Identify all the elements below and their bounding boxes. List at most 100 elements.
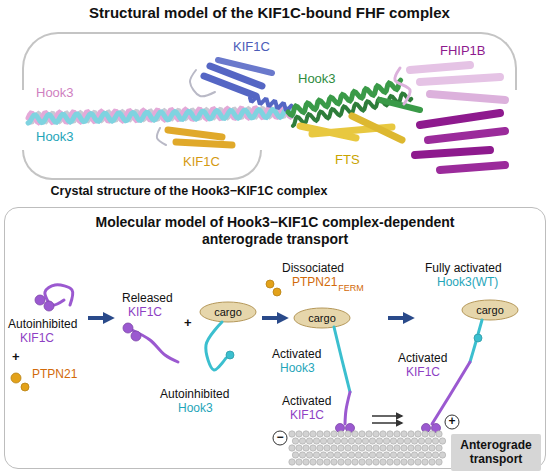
helix-cylinder [415,150,490,155]
protein-chain [206,322,226,370]
tubulin-dimer [338,445,344,451]
protein-label: Hook3(WT) [437,276,498,290]
tubulin-dimer [345,459,351,465]
tubulin-dimer [415,445,421,451]
tubulin-dimer [306,438,312,444]
tubulin-dimer [404,438,410,444]
tubulin-dimer [296,445,302,451]
tubulin-dimer [411,438,417,444]
step-arrow [262,316,284,320]
tubulin-dimer [439,452,445,458]
tubulin-dimer [355,438,361,444]
tubulin-dimer [380,445,386,451]
panel-heading: Structural model of the KIF1C-bound FHF … [24,4,515,22]
tubulin-dimer [303,431,309,437]
domain-ball [21,383,29,391]
domain-ball [11,373,21,383]
tubulin-dimer [327,438,333,444]
tubulin-dimer [296,459,302,465]
tubulin-dimer [306,452,312,458]
step-arrow [88,316,110,320]
tubulin-dimer [310,459,316,465]
tubulin-dimer [422,459,428,465]
tubulin-dimer [373,431,379,437]
helix-cylinder [440,165,505,170]
domain-ball [266,280,274,288]
cargo-vesicle [294,308,350,328]
tubulin-dimer [390,452,396,458]
tubulin-dimer [299,438,305,444]
tubulin-dimer [331,431,337,437]
cargo-label: cargo [308,312,336,325]
tubulin-dimer [348,438,354,444]
tubulin-dimer [299,452,305,458]
domain-ball [474,334,482,342]
tubulin-dimer [376,452,382,458]
tubulin-dimer [303,459,309,465]
state-label: Fully activated [425,262,502,276]
tubulin-dimer [394,445,400,451]
protein-label: Hook3 [178,402,213,416]
tubulin-dimer [341,438,347,444]
helix-cylinder [168,130,222,137]
tubulin-dimer [352,459,358,465]
tubulin-dimer [348,452,354,458]
tubulin-dimer [380,459,386,465]
protein-label: KIF1C [233,40,270,55]
state-label: Released [122,292,173,306]
protein-label: Hook3 [298,72,336,87]
helix-cylinder [428,131,505,140]
helix-ribbon [28,107,292,122]
tubulin-dimer [408,431,414,437]
tubulin-dimer [387,445,393,451]
panel-heading: Anterograde transport [455,438,537,467]
tubulin-dimer [373,445,379,451]
tubulin-dimer [401,445,407,451]
tubulin-dimer [324,445,330,451]
state-label: Dissociated [282,262,344,276]
crystal-bracket: Crystal structure of the Hook3−KIF1C com… [22,150,262,180]
tubulin-dimer [397,452,403,458]
tubulin-dimer [366,431,372,437]
tubulin-dimer [373,459,379,465]
tubulin-dimer [429,431,435,437]
tubulin-dimer [397,438,403,444]
tubulin-dimer [387,431,393,437]
domain-ball [226,351,234,359]
tubulin-dimer [418,438,424,444]
cargo-vesicle [462,300,518,320]
tubulin-dimer [387,459,393,465]
polarity-sign: + [448,415,455,429]
tubulin-dimer [429,459,435,465]
tubulin-dimer [310,431,316,437]
cargo-label: cargo [214,306,242,319]
tubulin-dimer [436,431,442,437]
tubulin-dimer [352,445,358,451]
protein-chain [190,70,215,96]
tubulin-dimer [376,438,382,444]
plus-sign: + [12,350,20,365]
helix-ribbon [28,107,292,123]
tubulin-dimer [292,452,298,458]
state-label: Autoinhibited [160,388,229,402]
tubulin-dimer [359,431,365,437]
tubulin-dimer [390,438,396,444]
helix-cylinder [218,60,272,73]
polarity-circle [445,415,459,429]
tubulin-dimer [394,431,400,437]
tubulin-dimer [369,438,375,444]
tubulin-dimer [352,431,358,437]
tubulin-dimer [334,452,340,458]
tubulin-dimer [432,438,438,444]
motion-arrow [372,415,402,417]
tubulin-dimer [310,445,316,451]
tubulin-dimer [313,438,319,444]
tubulin-dimer [383,438,389,444]
domain-ball [273,288,281,296]
helix-cylinder [380,100,420,110]
subscript-label: FERM [338,283,364,293]
state-label: Activated [398,352,447,366]
tubulin-dimer [425,452,431,458]
step-arrow [388,316,410,320]
